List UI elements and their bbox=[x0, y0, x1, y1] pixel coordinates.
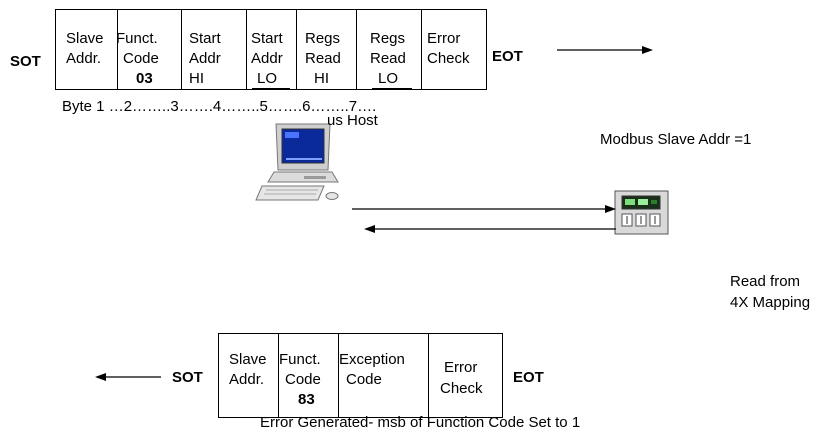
request-start-addr-lo-label: Start bbox=[251, 30, 283, 47]
request-start-addr-lo-label: LO bbox=[257, 70, 278, 87]
request-regs-read-hi-label: Read bbox=[305, 50, 341, 67]
request-frame bbox=[55, 9, 487, 90]
response-eot-label: EOT bbox=[513, 369, 544, 386]
modbus-host-label: us Host bbox=[327, 112, 378, 129]
computer-icon bbox=[255, 123, 339, 201]
response-slave-addr-label: Addr. bbox=[229, 371, 265, 388]
request-regs-read-hi-label: Regs bbox=[305, 30, 341, 47]
request-slave-addr-label: Slave bbox=[66, 30, 104, 47]
left-arrow-icon bbox=[95, 373, 161, 381]
request-function-code-label: Funct. bbox=[116, 30, 158, 47]
response-arrow-icon bbox=[364, 225, 616, 233]
underline bbox=[372, 88, 412, 89]
mapping-label: 4X Mapping bbox=[730, 294, 811, 311]
request-frame-divider bbox=[296, 9, 297, 90]
request-slave-addr-label: Addr. bbox=[66, 50, 102, 67]
request-regs-read-lo-label: LO bbox=[378, 70, 399, 87]
error-caption: Error Generated- msb of Function Code Se… bbox=[260, 414, 581, 431]
response-frame-divider bbox=[428, 333, 429, 418]
request-frame-divider bbox=[356, 9, 357, 90]
response-sot-label: SOT bbox=[172, 369, 203, 386]
read-from-label: Read from bbox=[730, 273, 801, 290]
plc-device-icon bbox=[614, 190, 669, 235]
request-function-code-label: Code bbox=[123, 50, 159, 67]
request-start-addr-hi-label: Start bbox=[189, 30, 221, 47]
response-function-code-value: 83 bbox=[298, 391, 315, 408]
byte-sequence-label: Byte 1 …2……..3…….4……..5…….6……..7…. bbox=[62, 98, 377, 115]
response-error-check-label: Error bbox=[444, 359, 478, 376]
request-regs-read-lo-label: Read bbox=[370, 50, 406, 67]
response-frame bbox=[218, 333, 503, 418]
request-start-addr-lo-label: Addr bbox=[251, 50, 283, 67]
response-slave-addr-label: Slave bbox=[229, 351, 267, 368]
request-error-check-label: Check bbox=[427, 50, 470, 67]
response-function-code-label: Code bbox=[285, 371, 321, 388]
modbus-slave-label: Modbus Slave Addr =1 bbox=[600, 131, 752, 148]
request-start-addr-hi-label: Addr bbox=[189, 50, 221, 67]
request-regs-read-lo-label: Regs bbox=[370, 30, 406, 47]
response-exception-code-label: Code bbox=[346, 371, 382, 388]
request-error-check-label: Error bbox=[427, 30, 461, 47]
request-frame-divider bbox=[117, 9, 118, 90]
request-frame-divider bbox=[181, 9, 182, 90]
response-frame-divider bbox=[338, 333, 339, 418]
request-frame-divider bbox=[246, 9, 247, 90]
response-frame-divider bbox=[278, 333, 279, 418]
request-arrow-icon bbox=[352, 205, 616, 213]
request-function-code-value: 03 bbox=[136, 70, 153, 87]
response-error-check-label: Check bbox=[440, 380, 483, 397]
request-start-addr-hi-label: HI bbox=[189, 70, 204, 87]
request-eot-label: EOT bbox=[492, 48, 523, 65]
response-exception-code-label: Exception bbox=[339, 351, 405, 368]
request-regs-read-hi-label: HI bbox=[314, 70, 329, 87]
request-sot-label: SOT bbox=[10, 53, 41, 70]
right-arrow-icon bbox=[557, 46, 653, 54]
response-function-code-label: Funct. bbox=[279, 351, 321, 368]
request-frame-divider bbox=[421, 9, 422, 90]
underline bbox=[252, 88, 290, 89]
